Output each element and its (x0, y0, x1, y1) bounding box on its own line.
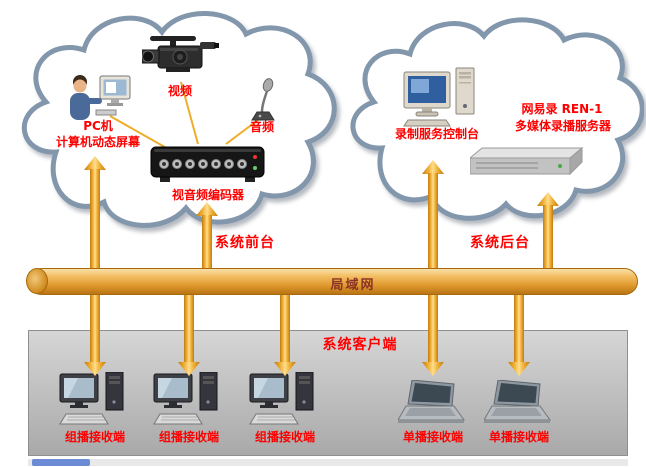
lan-pipe (26, 268, 638, 295)
client-label-2: 组播接收端 (158, 430, 219, 444)
person-at-pc-icon (60, 70, 135, 120)
client-area-label: 系统客户端 (322, 337, 398, 353)
arrow-lan-to-multicast-3 (274, 272, 296, 376)
console-label: 录制服务控制台 (394, 127, 479, 141)
pc-label: PC机 (83, 119, 113, 133)
client-label-4: 单播接收端 (402, 430, 463, 444)
arrow-lan-to-multicast-2 (178, 272, 200, 376)
client-label-5: 单播接收端 (488, 430, 549, 444)
scrollbar-thumb[interactable] (32, 459, 90, 466)
arrow-pc-to-client (84, 156, 106, 376)
server-sublabel: 多媒体录播服务器 (514, 119, 611, 133)
client-label-1: 组播接收端 (64, 430, 125, 444)
audio-label: 音频 (249, 120, 274, 134)
client-label-3: 组播接收端 (254, 430, 315, 444)
lan-label: 局域网 (330, 278, 376, 293)
client-desktop-icon (152, 372, 227, 426)
client-desktop-icon (58, 372, 133, 426)
camcorder-icon (142, 34, 220, 80)
video-label: 视频 (167, 84, 192, 98)
client-laptop-icon (484, 380, 554, 424)
desktop-console-icon (402, 66, 477, 128)
pc-sublabel: 计算机动态屏幕 (55, 135, 140, 149)
server-name-label: 网易录 REN-1 (521, 102, 603, 116)
arrow-lan-to-unicast-2 (508, 272, 530, 376)
encoder-label: 视音频编码器 (171, 188, 244, 202)
front-stage-label: 系统前台 (215, 235, 275, 251)
microphone-icon (248, 78, 278, 124)
server-unit-icon (470, 146, 585, 180)
horizontal-scrollbar[interactable] (28, 459, 628, 466)
back-stage-label: 系统后台 (470, 235, 530, 251)
arrow-server-to-lan (537, 192, 559, 282)
client-desktop-icon (248, 372, 323, 426)
client-laptop-icon (398, 380, 468, 424)
arrow-encoder-to-lan (196, 202, 218, 282)
lan-pipe-endcap (26, 268, 48, 294)
encoder-device-icon (150, 142, 265, 184)
